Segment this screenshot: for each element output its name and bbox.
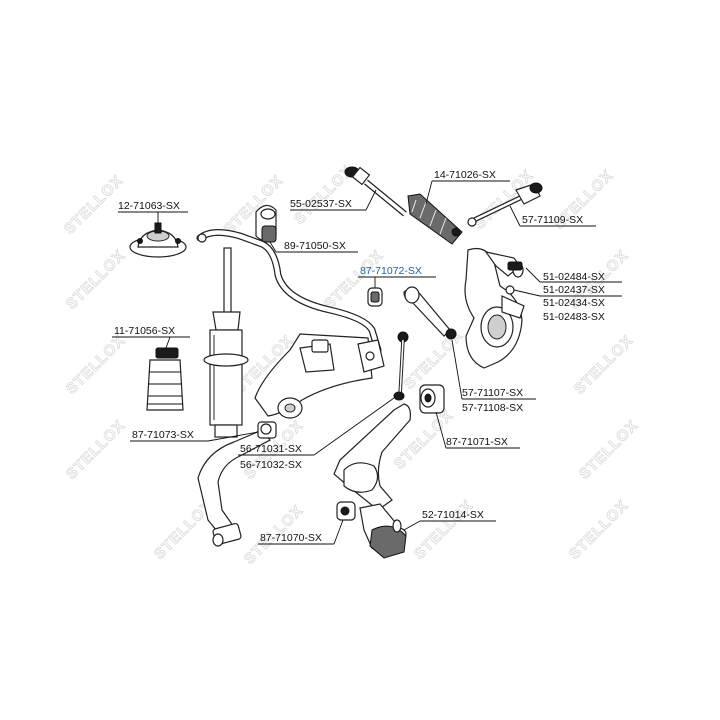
shock-absorber-drawing <box>203 247 249 438</box>
label-57-71107[interactable]: 57-71107-SX <box>462 387 523 399</box>
arm-bushing-right-drawing <box>419 384 445 414</box>
label-14-71026[interactable]: 14-71026-SX <box>434 169 496 181</box>
label-51-02434[interactable]: 51-02434-SX <box>543 297 605 309</box>
label-57-71108[interactable]: 57-71108-SX <box>462 402 523 414</box>
label-51-02437[interactable]: 51-02437-SX <box>543 284 605 296</box>
watermark: STELLOX <box>571 332 637 398</box>
label-87-71071[interactable]: 87-71071-SX <box>446 436 508 448</box>
leader-lines <box>112 180 622 545</box>
stabilizer-bushing-drawing <box>255 204 277 243</box>
label-52-71014[interactable]: 52-71014-SX <box>422 509 484 521</box>
watermark: STELLOX <box>63 247 129 313</box>
label-51-02484[interactable]: 51-02484-SX <box>543 271 605 283</box>
watermark: STELLOX <box>63 417 129 483</box>
label-87-71072[interactable]: 87-71072-SX <box>360 265 422 277</box>
label-11-71056[interactable]: 11-71056-SX <box>114 325 175 337</box>
stabilizer-link-drawing <box>393 331 409 401</box>
arm-bushing-lower-drawing <box>336 501 356 521</box>
watermark: STELLOX <box>221 172 287 238</box>
lower-ball-joint-drawing <box>369 519 407 559</box>
strut-mount-drawing <box>129 222 187 258</box>
subframe-drawing <box>254 333 385 419</box>
steering-boot-drawing <box>407 193 463 245</box>
watermark: STELLOX <box>63 332 129 398</box>
label-51-02483[interactable]: 51-02483-SX <box>543 311 605 323</box>
label-55-02537[interactable]: 55-02537-SX <box>290 198 352 210</box>
label-56-71031[interactable]: 56-71031-SX <box>240 443 302 455</box>
part-labels: 12-71063-SX 55-02537-SX 14-71026-SX 57-7… <box>114 169 605 544</box>
label-57-71109[interactable]: 57-71109-SX <box>522 214 583 226</box>
label-12-71063[interactable]: 12-71063-SX <box>118 200 180 212</box>
watermark: STELLOX <box>401 327 467 393</box>
label-89-71050[interactable]: 89-71050-SX <box>284 240 346 252</box>
tie-rod-end-drawing <box>467 182 543 227</box>
ball-joint-drawing <box>505 261 523 295</box>
watermark: STELLOX <box>576 417 642 483</box>
dust-boot-drawing <box>146 347 184 411</box>
label-87-71070[interactable]: 87-71070-SX <box>260 532 322 544</box>
tie-rod-drawing <box>344 166 407 217</box>
steering-knuckle-drawing <box>464 247 525 369</box>
watermark: STELLOX <box>411 497 477 563</box>
label-56-71032[interactable]: 56-71032-SX <box>240 459 302 471</box>
watermark: STELLOX <box>61 172 127 238</box>
stabilizer-bar-drawing <box>196 229 382 354</box>
label-87-71073[interactable]: 87-71073-SX <box>132 429 194 441</box>
watermark: STELLOX <box>566 497 632 563</box>
lower-control-arm-left-drawing <box>197 421 277 547</box>
control-arm-link-drawing <box>403 286 457 340</box>
highlighted-bushing-drawing <box>367 287 383 307</box>
